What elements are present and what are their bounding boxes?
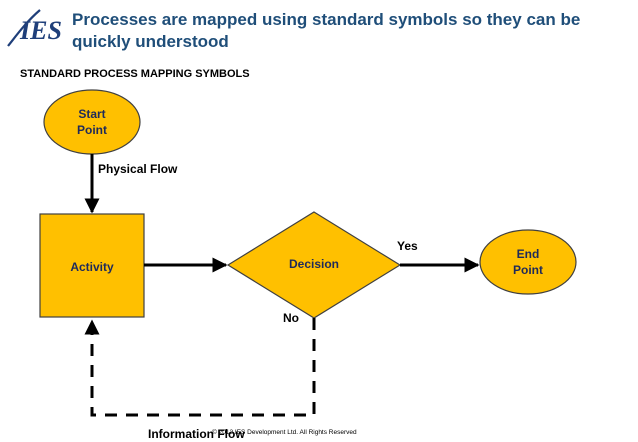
end-label-line1: End [516,247,540,261]
end-point-oval [479,229,577,295]
no-label: No [283,311,299,325]
copyright-notice: © 2012 IES Development Ltd. All Rights R… [212,429,357,436]
logo-swoosh-icon: IES [7,9,62,47]
activity-label: Activity [70,260,114,274]
ies-logo: IES [6,6,66,48]
activity-box [39,213,145,318]
end-label-line2: Point [513,263,543,277]
start-label-line1: Start [78,107,106,121]
slide-title: Processes are mapped using standard symb… [72,10,581,51]
end-point-label: End Point [488,246,568,278]
information-flow-dashed-arrow [84,318,316,417]
information-flow-label: Information Flow [148,427,245,441]
section-subtitle: STANDARD PROCESS MAPPING SYMBOLS [20,68,250,80]
logo-text: IES [19,16,62,45]
yes-label: Yes [397,239,418,253]
start-label-line2: Point [77,123,107,137]
decision-label: Decision [288,257,339,271]
physical-flow-label: Physical Flow [98,162,178,176]
start-point-label: Start Point [52,106,132,138]
